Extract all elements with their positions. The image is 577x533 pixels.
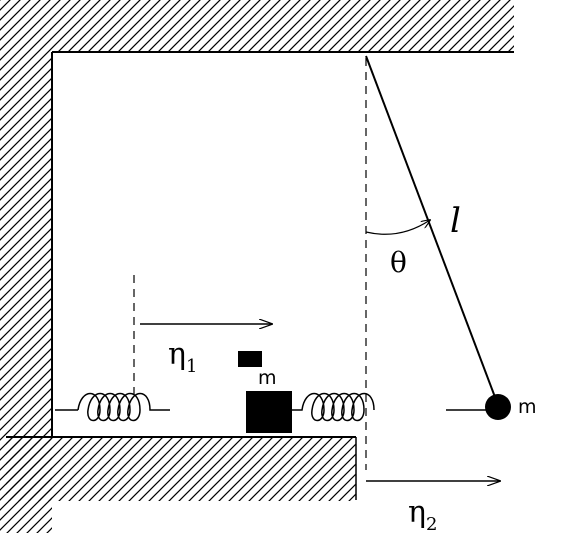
ceiling-hatch bbox=[52, 0, 514, 52]
eta1-symbol: η bbox=[168, 337, 186, 372]
angle-label: θ bbox=[390, 246, 407, 279]
label-mark bbox=[238, 351, 262, 367]
right-clear bbox=[514, 0, 577, 53]
eta2-symbol: η bbox=[408, 495, 426, 530]
spring-left bbox=[77, 392, 170, 422]
eta2-label: η2 bbox=[408, 495, 437, 533]
block-mass-label: m bbox=[258, 367, 277, 389]
pendulum-bob bbox=[485, 394, 511, 420]
eta2-subscript: 2 bbox=[426, 514, 437, 533]
spring-right bbox=[292, 392, 375, 422]
cart-hatch bbox=[6, 437, 356, 501]
springs bbox=[55, 392, 492, 422]
interior-region bbox=[53, 53, 577, 437]
moving-cart bbox=[6, 436, 357, 501]
length-label: l bbox=[450, 201, 461, 241]
eta1-label: η1 bbox=[168, 337, 197, 377]
angle-arc bbox=[365, 220, 430, 235]
eta1-subscript: 1 bbox=[186, 356, 197, 377]
bob-mass-label: m bbox=[518, 396, 537, 418]
pendulum-rod bbox=[365, 55, 499, 406]
block-mass bbox=[246, 391, 292, 433]
